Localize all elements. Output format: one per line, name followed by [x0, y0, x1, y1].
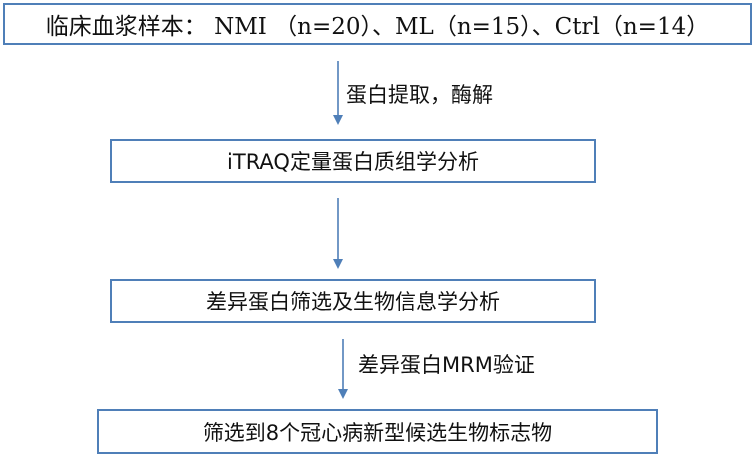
step-result-box: 筛选到8个冠心病新型候选生物标志物: [97, 409, 658, 454]
step-screening-label: 差异蛋白筛选及生物信息学分析: [206, 290, 500, 314]
step-itraq-box: iTRAQ定量蛋白质组学分析: [110, 139, 596, 183]
arrow-label-mrm: 差异蛋白MRM验证: [358, 353, 535, 377]
arrow-label-extraction: 蛋白提取，酶解: [346, 83, 493, 107]
step-screening-box: 差异蛋白筛选及生物信息学分析: [110, 279, 596, 323]
step-result-label: 筛选到8个冠心病新型候选生物标志物: [202, 420, 553, 445]
step-sample-box: 临床血浆样本： NMI （n=20）、ML（n=15）、Ctrl（n=14）: [3, 3, 752, 45]
step-itraq-label: iTRAQ定量蛋白质组学分析: [227, 150, 479, 174]
step-sample-label: 临床血浆样本： NMI （n=20）、ML（n=15）、Ctrl（n=14）: [45, 14, 710, 40]
